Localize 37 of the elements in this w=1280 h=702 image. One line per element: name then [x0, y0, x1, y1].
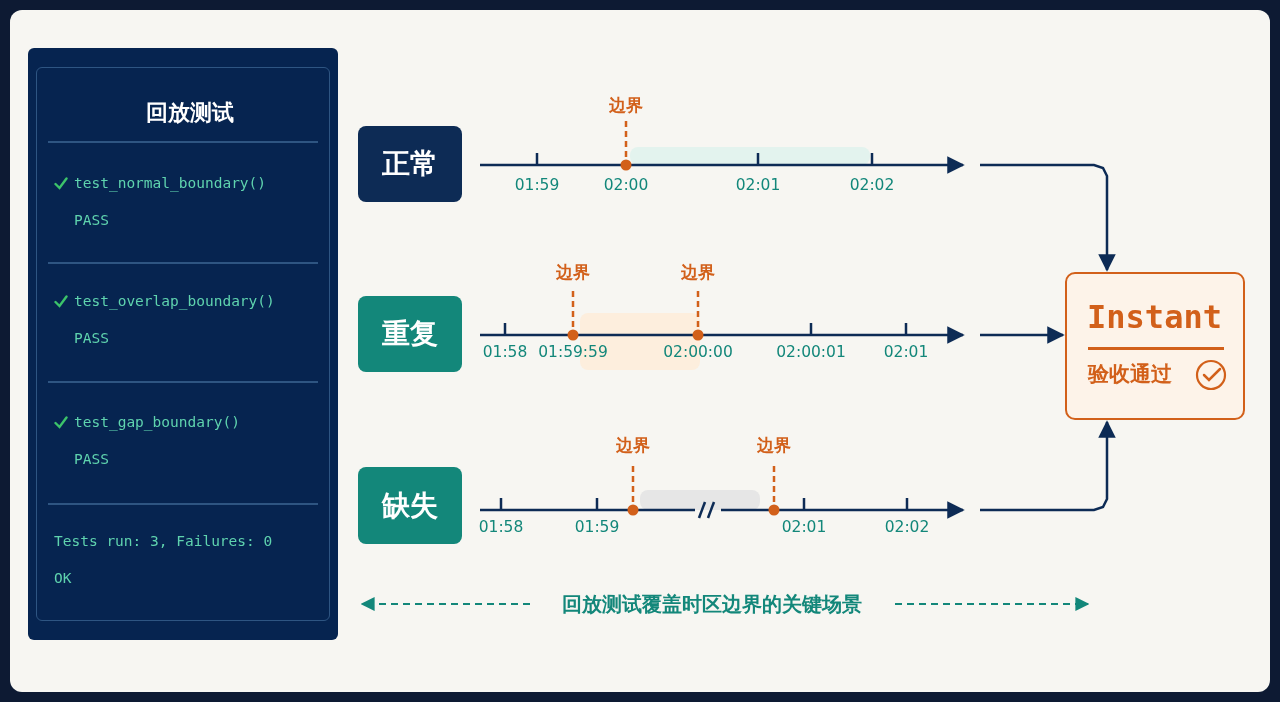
test-status: PASS	[74, 451, 109, 467]
time-label: 02:01	[883, 343, 929, 361]
time-label: 02:02	[849, 176, 895, 194]
time-label: 01:59	[514, 176, 560, 194]
boundary-label: 边界	[616, 434, 650, 457]
test-summary: Tests run: 3, Failures: 0	[54, 533, 273, 549]
result-status: 验收通过	[1088, 361, 1172, 388]
panel-title: 回放测试	[146, 99, 234, 127]
test-name: test_normal_boundary()	[74, 175, 267, 191]
time-label: 01:58	[482, 343, 528, 361]
time-label: 02:00:00	[663, 343, 733, 361]
scenario-box: 正常	[358, 126, 462, 202]
time-label: 01:58	[478, 518, 524, 536]
test-name: test_gap_boundary()	[74, 414, 240, 430]
test-name: test_overlap_boundary()	[74, 293, 275, 309]
time-label: 02:02	[884, 518, 930, 536]
caption: 回放测试覆盖时区边界的关键场景	[562, 591, 862, 618]
scenario-box: 缺失	[358, 467, 462, 544]
connector-arrow	[980, 420, 1116, 512]
boundary-label: 边界	[757, 434, 791, 457]
boundary-label: 边界	[609, 94, 643, 117]
time-label: 02:01	[781, 518, 827, 536]
time-label: 01:59:59	[538, 343, 608, 361]
connector-arrow	[980, 163, 1116, 272]
time-label: 02:01	[735, 176, 781, 194]
time-label: 01:59	[574, 518, 620, 536]
boundary-label: 边界	[556, 261, 590, 284]
time-label: 02:00	[603, 176, 649, 194]
boundary-label: 边界	[681, 261, 715, 284]
scenario-box: 重复	[358, 296, 462, 372]
connector-arrow	[980, 326, 1065, 344]
result-box	[1065, 272, 1245, 420]
test-status: PASS	[74, 212, 109, 228]
time-label: 02:00:01	[776, 343, 846, 361]
test-status: PASS	[74, 330, 109, 346]
result-title: Instant	[1086, 298, 1223, 336]
test-summary: OK	[54, 570, 72, 586]
